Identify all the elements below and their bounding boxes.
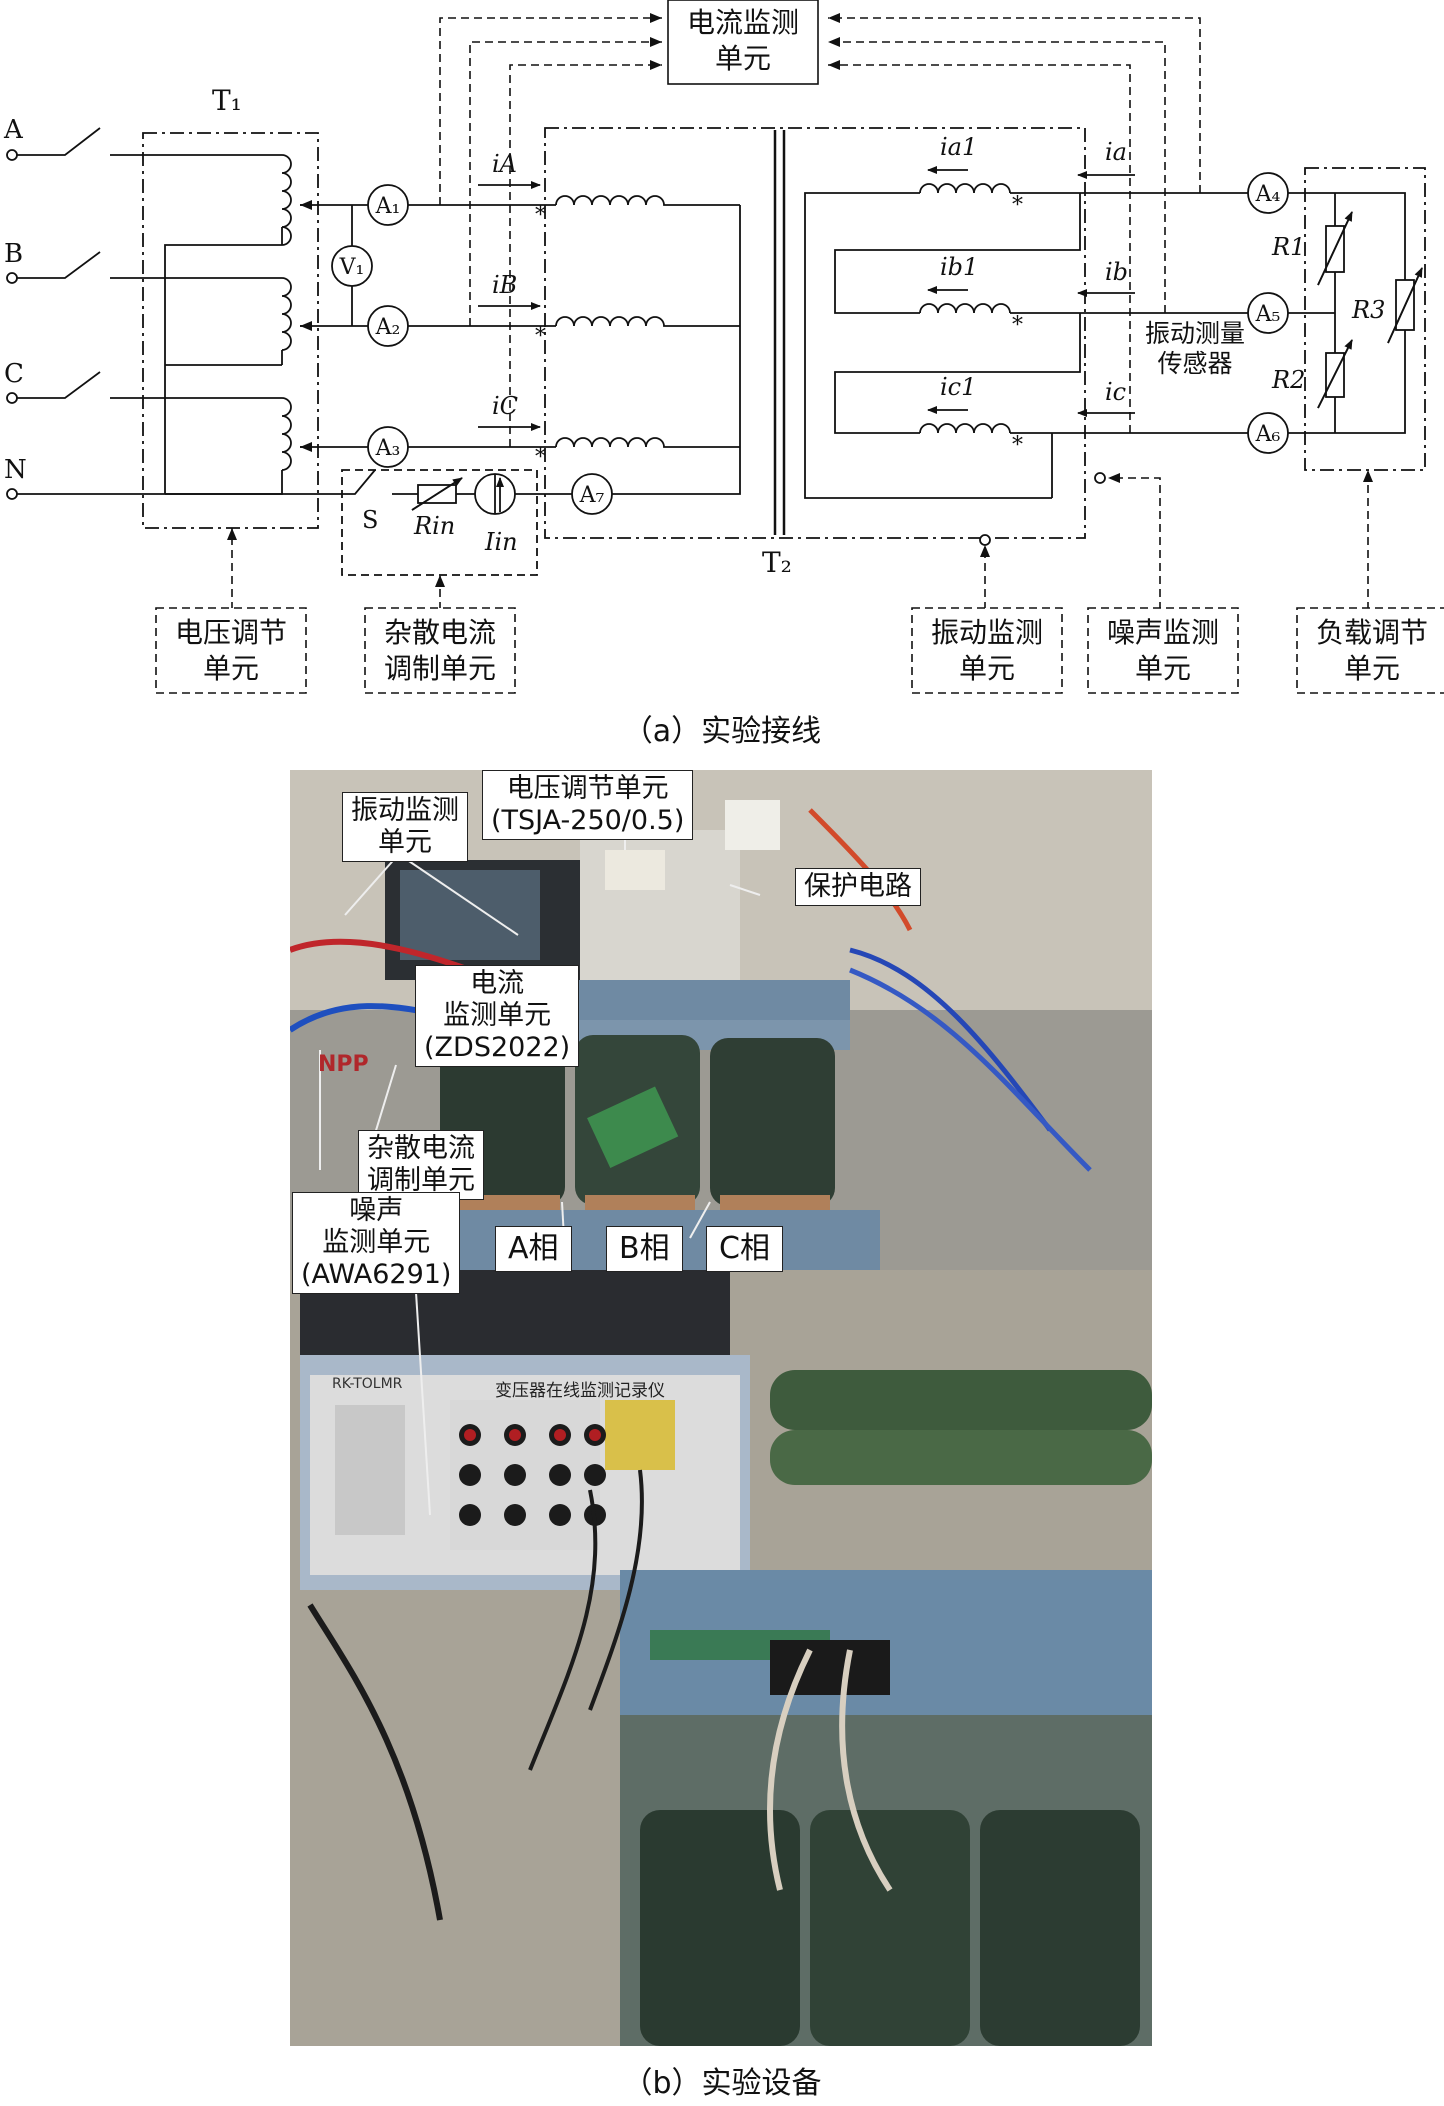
current-monitor-label-1: 电流监测 <box>687 6 799 39</box>
current-ia-label: iA <box>492 150 517 178</box>
current-ic-sec-label: ic <box>1105 378 1126 406</box>
rin-label: Rin <box>413 512 455 540</box>
svg-text:*: * <box>1012 193 1023 218</box>
input-c-label: C <box>4 359 24 389</box>
current-ic1-label: ic1 <box>940 373 976 401</box>
input-a-label: A <box>3 115 24 145</box>
current-ib1-label: ib1 <box>940 253 978 281</box>
svg-text:*: * <box>1012 313 1023 338</box>
caption-b: （b）实验设备 <box>622 2066 822 2101</box>
current-ia-sec-label: ia <box>1105 138 1127 166</box>
input-b-label: B <box>4 239 23 269</box>
noise-monitor-label-1: 噪声监测 <box>1107 616 1219 649</box>
ammeter-a7-label: A₇ <box>579 483 605 508</box>
ammeter-a2-label: A₂ <box>375 315 401 340</box>
current-monitor-label-2: 单元 <box>715 42 771 75</box>
callout-voltage-reg: 电压调节单元 (TSJA-250/0.5) <box>482 770 694 840</box>
r2-label: R2 <box>1271 366 1305 394</box>
switch-label: S <box>362 506 378 534</box>
svg-text:*: * <box>535 445 546 470</box>
vibration-sensor-label-2: 传感器 <box>1157 349 1232 378</box>
input-n-label: N <box>4 455 27 485</box>
caption-a: （a）实验接线 <box>622 714 822 749</box>
vibration-monitor-label-2: 单元 <box>959 652 1015 685</box>
ammeter-a3-label: A₃ <box>375 436 401 461</box>
callout-phase-b: B相 <box>606 1226 683 1272</box>
battery-label: NPP <box>318 1052 369 1077</box>
callout-protection: 保护电路 <box>795 868 921 906</box>
t2-label: T₂ <box>762 546 792 579</box>
svg-text:*: * <box>535 203 546 228</box>
callout-phase-c: C相 <box>706 1226 783 1272</box>
photo-illustration <box>290 770 1152 2046</box>
voltage-reg-label-1: 电压调节 <box>175 616 287 649</box>
svg-text:*: * <box>1012 433 1023 458</box>
noise-monitor-label-2: 单元 <box>1135 652 1191 685</box>
ammeter-a6-label: A₆ <box>1255 422 1281 447</box>
r1-label: R1 <box>1271 233 1305 261</box>
voltmeter-label: V₁ <box>339 255 365 280</box>
vibration-monitor-label-1: 振动监测 <box>931 616 1043 649</box>
ammeter-a5-label: A₅ <box>1255 302 1281 327</box>
callout-stray: 杂散电流 调制单元 <box>358 1130 484 1200</box>
current-ia1-label: ia1 <box>940 133 977 161</box>
ammeter-a1-label: A₁ <box>375 194 401 219</box>
iin-label: Iin <box>484 528 518 556</box>
voltage-reg-label-2: 单元 <box>203 652 259 685</box>
stray-current-label-2: 调制单元 <box>384 652 496 685</box>
current-ib-sec-label: ib <box>1105 258 1128 286</box>
r3-label: R3 <box>1351 296 1385 324</box>
load-reg-label-1: 负载调节 <box>1316 616 1428 649</box>
load-reg-label-2: 单元 <box>1344 652 1400 685</box>
device-brand: RK-TOLMR <box>332 1376 403 1392</box>
current-ib-label: iB <box>492 271 517 299</box>
wiring-diagram: 电流监测 单元 电压调节 单元 杂散电流 调制单元 振动监测 单元 噪声监测 单… <box>3 0 1444 694</box>
ammeter-a4-label: A₄ <box>1255 182 1281 207</box>
vibration-sensor-label-1: 振动测量 <box>1145 319 1245 348</box>
stray-current-label-1: 杂散电流 <box>384 616 496 649</box>
callout-noise: 噪声 监测单元 (AWA6291) <box>292 1192 461 1294</box>
callout-phase-a: A相 <box>495 1226 572 1272</box>
svg-text:*: * <box>535 324 546 349</box>
callout-vibration: 振动监测 单元 <box>342 792 468 862</box>
equipment-photo: 电压调节单元 (TSJA-250/0.5) 振动监测 单元 保护电路 电流 监测… <box>290 770 1152 2046</box>
current-ic-label: iC <box>492 392 518 420</box>
t1-label: T₁ <box>212 84 242 117</box>
callout-current: 电流 监测单元 (ZDS2022) <box>415 965 580 1067</box>
device-title: 变压器在线监测记录仪 <box>495 1381 665 1401</box>
